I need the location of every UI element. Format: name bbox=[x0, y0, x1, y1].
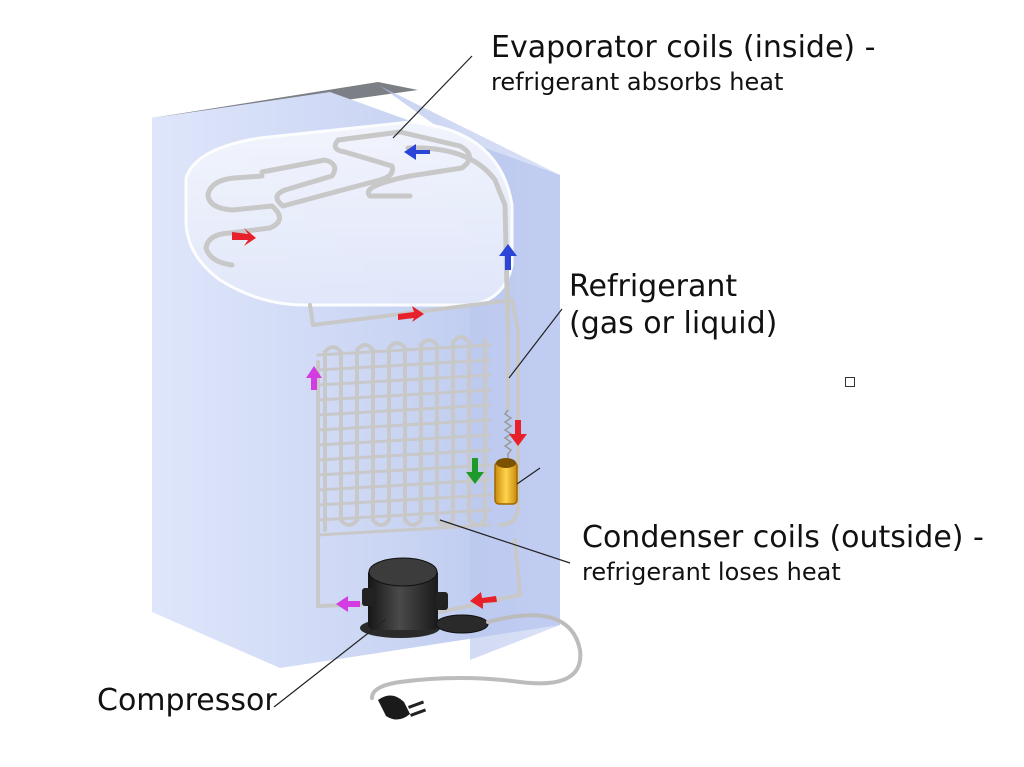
refrigerant-label-line1: Refrigerant bbox=[569, 269, 738, 304]
arrow-condensed-down bbox=[466, 458, 484, 484]
arrow-compressor-up bbox=[306, 366, 322, 390]
condenser-coils bbox=[316, 335, 492, 537]
compressor-relay bbox=[435, 614, 489, 634]
leader-refrigerant-drier bbox=[516, 467, 541, 485]
arrow-hot-left bbox=[232, 228, 256, 246]
small-square-marker bbox=[845, 377, 855, 387]
evaporator-label-line2: refrigerant absorbs heat bbox=[491, 68, 784, 96]
leader-evaporator bbox=[392, 55, 473, 139]
leader-condenser bbox=[439, 519, 571, 564]
evaporator-label-line1: Evaporator coils (inside) - bbox=[491, 30, 876, 65]
compressor-label-line1: Compressor bbox=[97, 683, 277, 718]
leader-compressor bbox=[273, 619, 386, 708]
refrigerant-label: Refrigerant (gas or liquid) bbox=[569, 269, 777, 343]
evaporator-coils bbox=[203, 129, 511, 333]
power-cord bbox=[370, 613, 583, 700]
arrow-hot-down bbox=[509, 420, 527, 446]
condenser-label-line2: refrigerant loses heat bbox=[582, 558, 841, 586]
compressor-label: Compressor bbox=[97, 683, 277, 719]
arrow-compressor-left bbox=[336, 596, 360, 612]
flow-arrows bbox=[232, 144, 527, 612]
arrow-hot-mid bbox=[398, 306, 424, 322]
leader-refrigerant bbox=[508, 308, 563, 379]
power-plug-icon bbox=[378, 695, 427, 720]
arrow-cold-up bbox=[499, 244, 517, 270]
arrow-hot-return bbox=[470, 592, 497, 609]
condenser-label-line1: Condenser coils (outside) - bbox=[582, 520, 984, 555]
arrow-cold-top bbox=[404, 144, 430, 160]
condenser-label: Condenser coils (outside) - refrigerant … bbox=[582, 520, 984, 588]
filter-drier bbox=[494, 458, 518, 505]
leader-lines bbox=[273, 55, 571, 708]
compressor-unit bbox=[360, 557, 489, 638]
evaporator-label: Evaporator coils (inside) - refrigerant … bbox=[491, 30, 875, 98]
evaporator-outlet-tube bbox=[405, 145, 511, 333]
refrigerant-label-line2: (gas or liquid) bbox=[569, 306, 778, 341]
